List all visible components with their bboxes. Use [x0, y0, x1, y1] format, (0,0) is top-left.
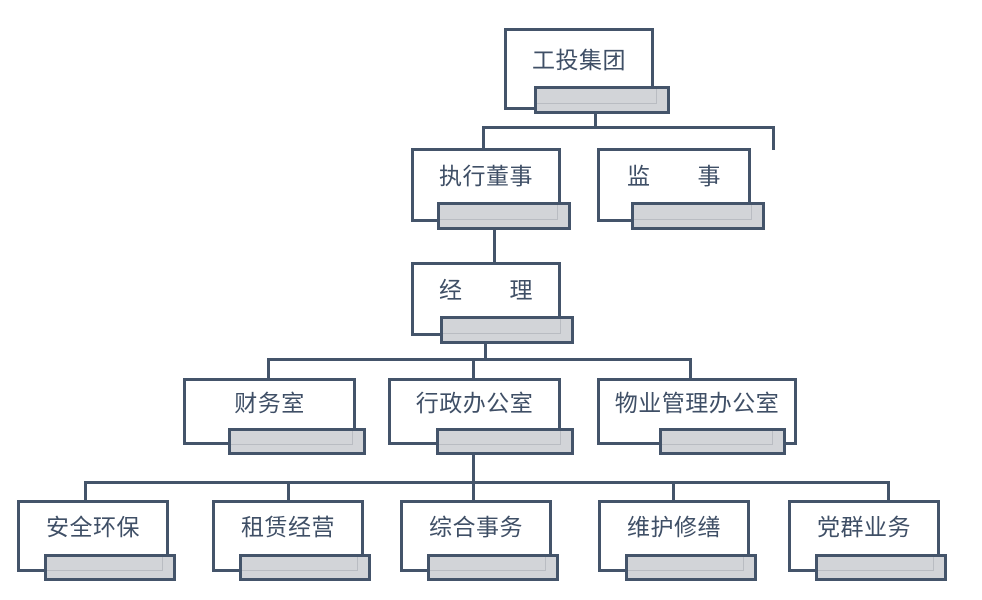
node-supervisor-label: 监 事 [627, 163, 721, 190]
connector-group-down [594, 110, 597, 128]
node-exec-director[interactable]: 执行董事 [411, 148, 571, 230]
connector-exec-director-to-manager [493, 222, 496, 262]
connector-bus-level4 [267, 358, 692, 361]
node-leasing[interactable]: 租赁经营 [212, 500, 371, 581]
node-leasing-bar [239, 554, 371, 581]
node-group[interactable]: 工投集团 [504, 28, 670, 114]
node-property-office-bar [659, 428, 786, 455]
node-manager-label: 经 理 [439, 277, 533, 304]
node-leasing-label: 租赁经营 [241, 514, 335, 541]
connector-admin-office-down [472, 445, 475, 483]
node-exec-director-label: 执行董事 [439, 163, 533, 190]
connector-down-safety-env [84, 481, 87, 503]
connector-down-admin-office [472, 358, 475, 380]
connector-down-leasing [287, 481, 290, 503]
node-general-affairs[interactable]: 综合事务 [400, 500, 559, 581]
node-supervisor-bar [631, 202, 765, 230]
node-admin-office[interactable]: 行政办公室 [388, 378, 574, 455]
connector-down-party-affairs [887, 481, 890, 503]
node-finance-office-bar [228, 428, 366, 455]
node-finance-office[interactable]: 财务室 [183, 378, 366, 455]
connector-bus-level2 [482, 126, 775, 129]
node-group-label: 工投集团 [532, 47, 626, 74]
node-maintenance[interactable]: 维护修缮 [598, 500, 757, 581]
node-party-affairs-label: 党群业务 [817, 514, 911, 541]
node-maintenance-label: 维护修缮 [627, 514, 721, 541]
node-admin-office-label: 行政办公室 [415, 389, 534, 416]
node-finance-office-label: 财务室 [234, 389, 305, 416]
node-general-affairs-label: 综合事务 [429, 514, 523, 541]
node-safety-env[interactable]: 安全环保 [17, 500, 176, 581]
connector-down-property-office [689, 358, 692, 380]
node-manager-bar [440, 316, 574, 344]
connector-down-maintenance [672, 481, 675, 503]
node-party-affairs-bar [815, 554, 947, 581]
connector-down-finance-office [267, 358, 270, 380]
node-group-bar [534, 86, 670, 114]
connector-down-general-affairs [472, 481, 475, 503]
node-maintenance-bar [625, 554, 757, 581]
node-supervisor[interactable]: 监 事 [597, 148, 765, 230]
connector-down-supervisor [772, 126, 775, 150]
connector-bus-level5 [84, 481, 890, 484]
node-safety-env-label: 安全环保 [46, 514, 140, 541]
connector-manager-down [484, 336, 487, 360]
node-property-office-label: 物业管理办公室 [614, 389, 780, 416]
node-exec-director-bar [437, 202, 571, 230]
node-safety-env-bar [44, 554, 176, 581]
node-property-office[interactable]: 物业管理办公室 [597, 378, 797, 455]
node-admin-office-bar [436, 428, 574, 455]
connector-down-exec-director [482, 126, 485, 150]
node-party-affairs[interactable]: 党群业务 [788, 500, 947, 581]
node-general-affairs-bar [427, 554, 559, 581]
node-manager[interactable]: 经 理 [411, 262, 574, 344]
